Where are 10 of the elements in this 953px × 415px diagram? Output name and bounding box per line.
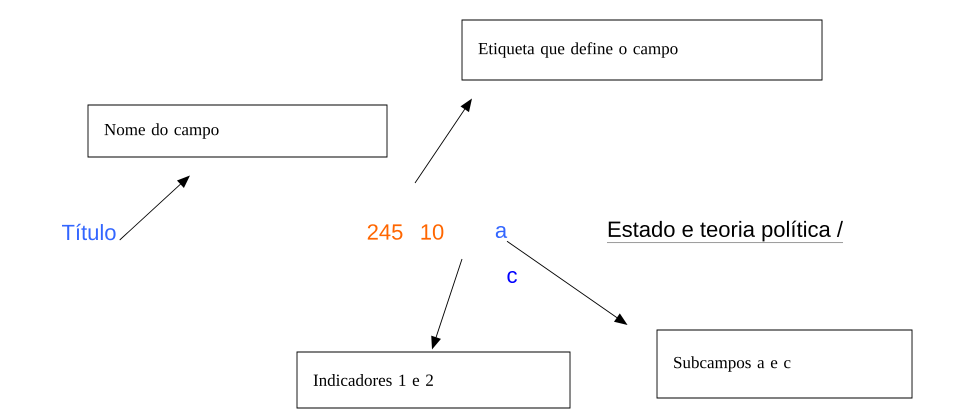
field-text: c [507, 270, 517, 284]
text-box: Indicadores 1 e 2 [296, 352, 570, 408]
field-text: Estado e teoria política / [606, 220, 844, 243]
field-text: 245 [368, 224, 402, 240]
field-text: Título [62, 224, 116, 240]
text-box: Etiqueta que define o campo [462, 20, 822, 80]
field-text: a [496, 226, 508, 238]
text-box: Nome do campo [88, 104, 388, 158]
field-text: 10 [421, 224, 444, 240]
text-box: Subcampos a e c [656, 330, 912, 398]
